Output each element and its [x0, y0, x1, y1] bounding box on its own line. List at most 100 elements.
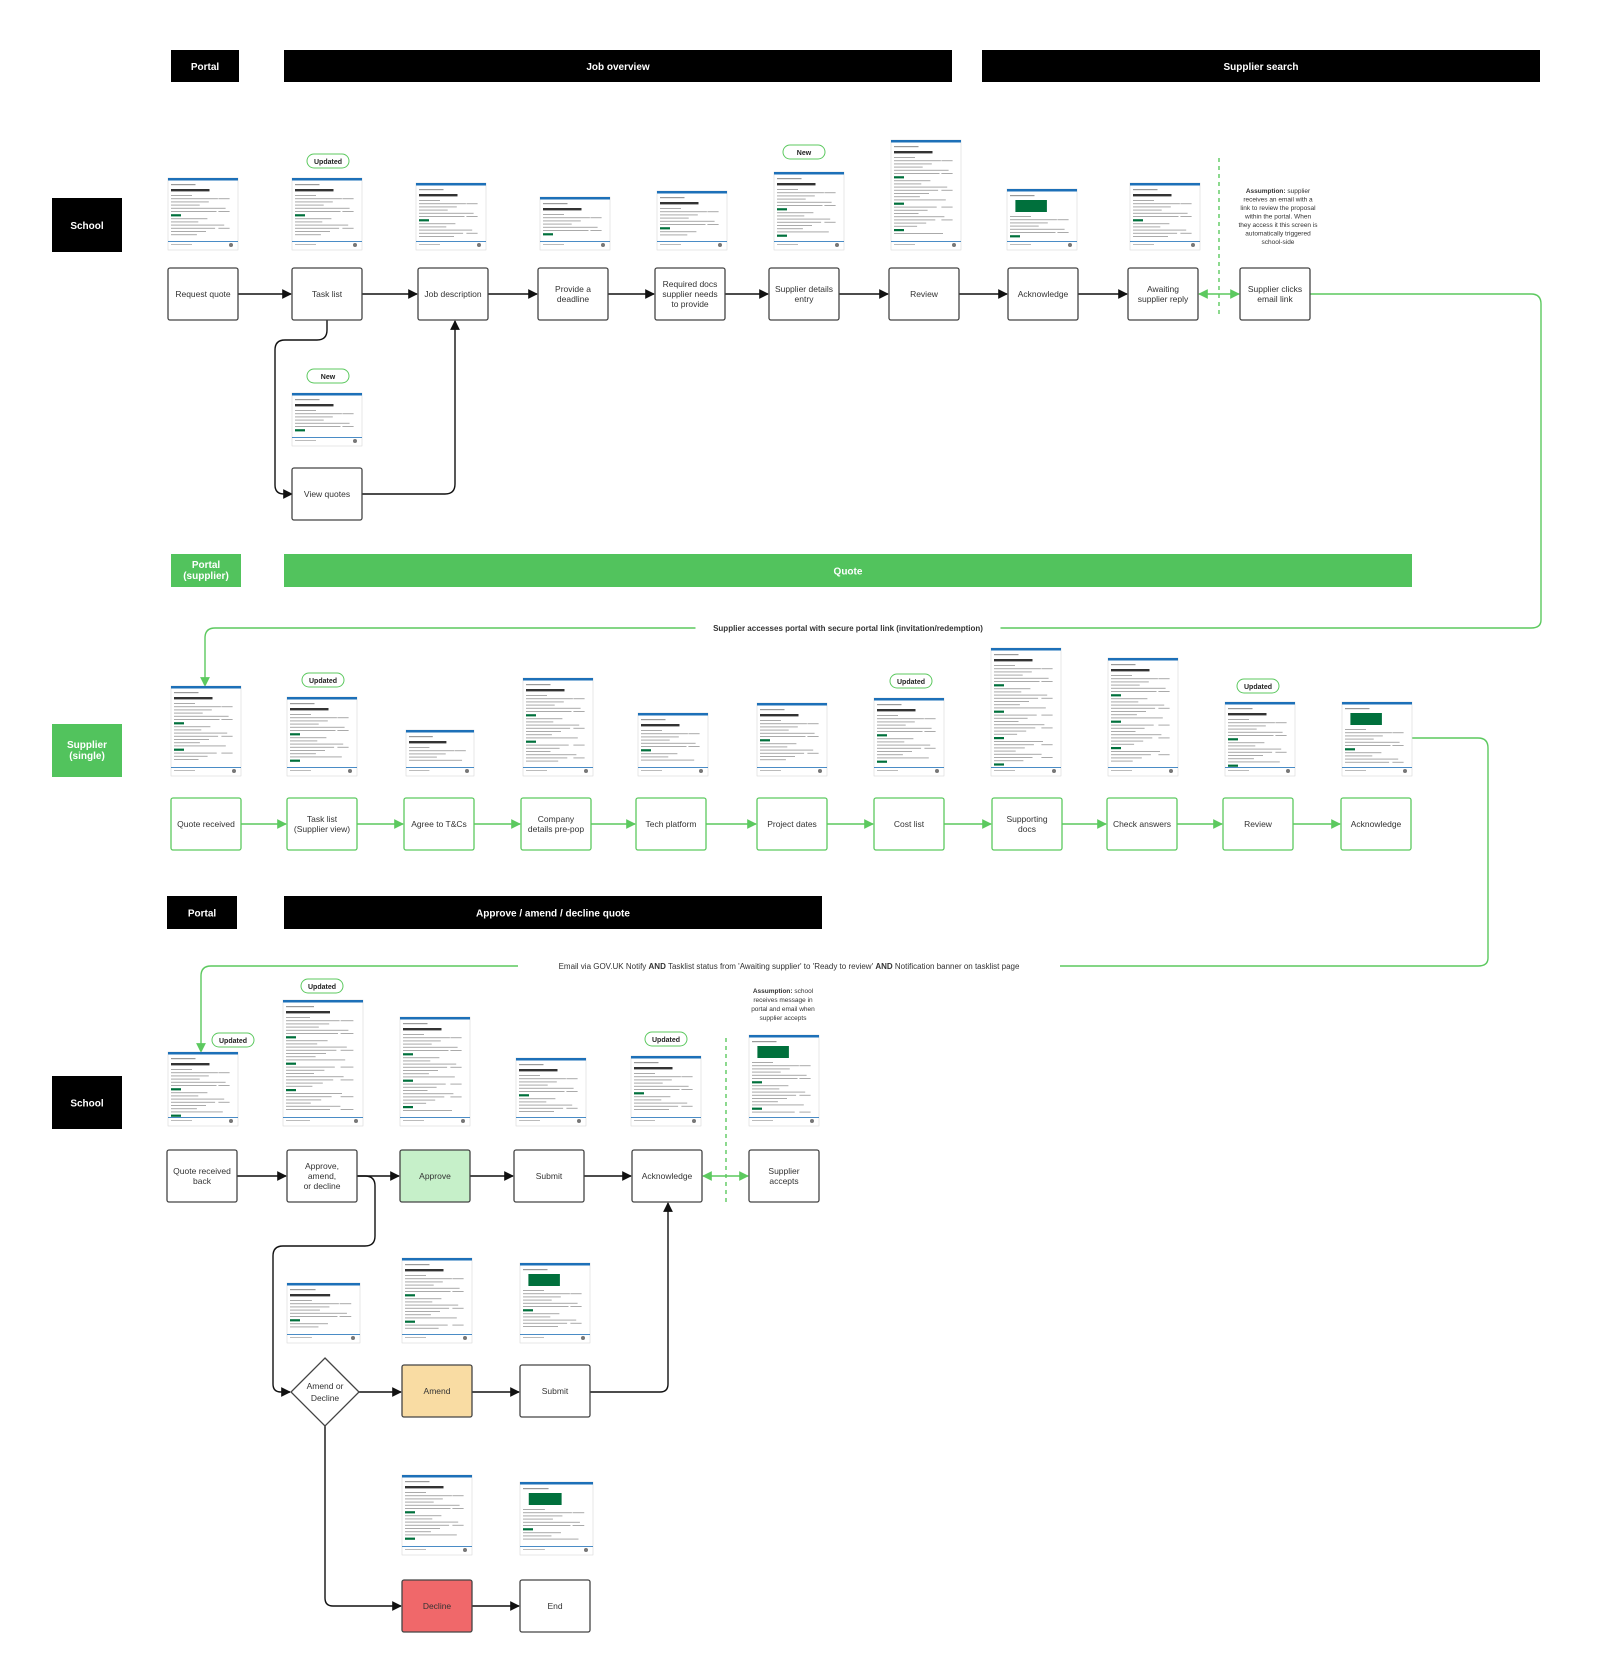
node-box[interactable]: [513, 1149, 585, 1203]
node-request-quote[interactable]: Request quote: [167, 267, 239, 321]
node-box[interactable]: [401, 1579, 473, 1633]
decision-diamond[interactable]: [290, 1357, 360, 1427]
node-label: Task list: [307, 814, 338, 824]
section-portal-supplier: Portal(supplier): [171, 554, 241, 587]
node-label: Approve,: [305, 1161, 339, 1171]
node-task-list-supplier[interactable]: Task list(Supplier view): [286, 797, 358, 851]
node-box[interactable]: [888, 267, 960, 321]
thumbnail-cost-list: [873, 697, 945, 777]
node-label: (Supplier view): [294, 824, 350, 834]
node-review[interactable]: Review: [888, 267, 960, 321]
assumption-note-text: within the portal. When: [1244, 214, 1312, 221]
node-box[interactable]: [291, 267, 363, 321]
node-acknowledge-school[interactable]: Acknowledge: [631, 1149, 703, 1203]
node-check-answers[interactable]: Check answers: [1106, 797, 1178, 851]
node-box[interactable]: [1127, 267, 1199, 321]
node-task-list[interactable]: Task list: [291, 267, 363, 321]
node-box[interactable]: [873, 797, 945, 851]
node-box[interactable]: [401, 1364, 473, 1418]
node-tech-platform[interactable]: Tech platform: [635, 797, 707, 851]
node-label: Awaiting: [1147, 284, 1179, 294]
node-box[interactable]: [520, 797, 592, 851]
node-box[interactable]: [1106, 797, 1178, 851]
section-portal-1: Portal: [171, 50, 239, 82]
node-box[interactable]: [991, 797, 1063, 851]
node-label: amend,: [308, 1171, 336, 1181]
node-box[interactable]: [167, 267, 239, 321]
node-approve[interactable]: Approve: [399, 1149, 471, 1203]
node-box[interactable]: [1340, 797, 1412, 851]
node-box[interactable]: [748, 1149, 820, 1203]
section-portal-supplier-label: Portal: [192, 560, 221, 571]
assumption-note-text: they access it this screen is: [1238, 222, 1318, 229]
node-box[interactable]: [519, 1579, 591, 1633]
node-box[interactable]: [166, 1149, 238, 1203]
connector-lines: [196, 158, 1542, 1611]
node-box[interactable]: [635, 797, 707, 851]
thumbnail-view-quotes: [291, 392, 363, 447]
node-box[interactable]: [1007, 267, 1079, 321]
thumbnail-task-list-supplier: [286, 696, 358, 777]
node-box[interactable]: [1239, 267, 1311, 321]
node-box[interactable]: [1222, 797, 1294, 851]
node-agree-tcs[interactable]: Agree to T&Cs: [403, 797, 475, 851]
node-box[interactable]: [286, 797, 358, 851]
node-box[interactable]: [170, 797, 242, 851]
thumbnail-quote-received-back: [167, 1051, 239, 1127]
decision-label: Decline: [311, 1393, 340, 1403]
node-label: Amend: [424, 1386, 451, 1396]
node-acknowledge[interactable]: Acknowledge: [1007, 267, 1079, 321]
connector-label-1: Supplier accesses portal with secure por…: [695, 621, 1001, 634]
connector-label-1-text: Supplier accesses portal with secure por…: [713, 624, 983, 633]
node-label: Company: [538, 814, 575, 824]
node-box[interactable]: [399, 1149, 471, 1203]
section-approve-amend-decline-bar: [284, 896, 822, 929]
node-box[interactable]: [768, 267, 840, 321]
node-box[interactable]: [537, 267, 609, 321]
node-box[interactable]: [286, 1149, 358, 1203]
node-label: View quotes: [304, 489, 350, 499]
section-portal-2-label: Portal: [188, 909, 217, 920]
node-view-quotes[interactable]: View quotes: [291, 467, 363, 521]
node-decline[interactable]: Decline: [401, 1579, 473, 1633]
thumbnail-review: [890, 139, 962, 251]
node-label: Acknowledge: [1351, 819, 1402, 829]
node-box[interactable]: [403, 797, 475, 851]
node-box[interactable]: [756, 797, 828, 851]
node-amend[interactable]: Amend: [401, 1364, 473, 1418]
screen-thumbnails: [167, 139, 1413, 1556]
status-badge: Updated: [889, 673, 933, 689]
node-end[interactable]: End: [519, 1579, 591, 1633]
node-approve-amend-decline[interactable]: Approve,amend,or decline: [286, 1149, 358, 1203]
node-box[interactable]: [631, 1149, 703, 1203]
thumbnail-review-supplier: [1224, 701, 1296, 777]
node-label: supplier needs: [662, 289, 717, 299]
node-quote-received[interactable]: Quote received: [170, 797, 242, 851]
node-review-supplier[interactable]: Review: [1222, 797, 1294, 851]
node-box[interactable]: [291, 467, 363, 521]
node-box[interactable]: [519, 1364, 591, 1418]
node-submit-amend[interactable]: Submit: [519, 1364, 591, 1418]
node-box[interactable]: [417, 267, 489, 321]
node-cost-list[interactable]: Cost list: [873, 797, 945, 851]
assumption-note-text: receives message in: [753, 997, 813, 1004]
node-job-description[interactable]: Job description: [417, 267, 489, 321]
node-project-dates[interactable]: Project dates: [756, 797, 828, 851]
lane-school-2-bar: [52, 1076, 122, 1129]
node-acknowledge-supplier[interactable]: Acknowledge: [1340, 797, 1412, 851]
connector: [590, 1202, 673, 1393]
node-submit[interactable]: Submit: [513, 1149, 585, 1203]
thumbnail-acknowledge-school: [630, 1055, 702, 1127]
node-box[interactable]: [654, 267, 726, 321]
